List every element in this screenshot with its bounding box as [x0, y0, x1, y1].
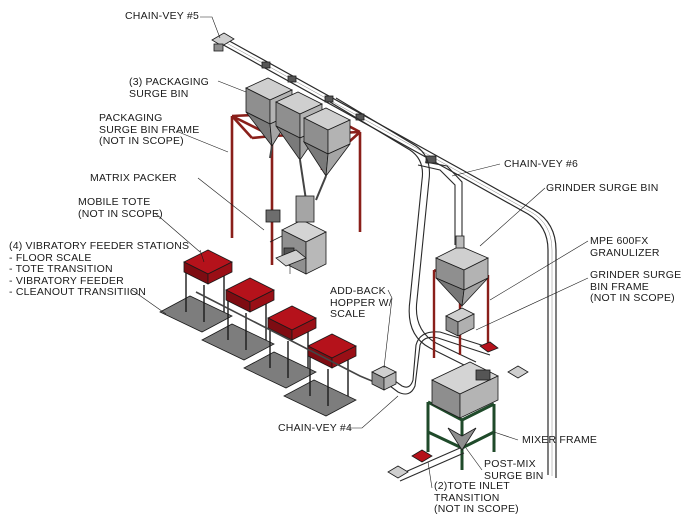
grinder-surge-bin	[435, 235, 489, 308]
matrix-packer	[265, 195, 327, 275]
label-mobile-tote: MOBILE TOTE (NOT IN SCOPE)	[78, 196, 163, 220]
chain-vey-6-conveyor	[329, 97, 477, 369]
label-grinder-frame: GRINDER SURGE BIN FRAME (NOT IN SCOPE)	[590, 269, 682, 304]
label-chain-vey-5: CHAIN-VEY #5	[125, 10, 199, 22]
vibratory-feeder-stations	[159, 249, 385, 417]
label-chain-vey-4: CHAIN-VEY #4	[278, 422, 352, 434]
chain-vey-5-conveyor	[217, 37, 557, 478]
label-post-mix-bin: POST-MIX SURGE BIN	[484, 458, 544, 482]
label-feeder-stations: (4) VIBRATORY FEEDER STATIONS - FLOOR SC…	[9, 240, 190, 298]
label-mixer-frame: MIXER FRAME	[522, 434, 598, 446]
feeder-station-1	[159, 249, 233, 333]
tote-inlet-transitions	[387, 365, 529, 479]
label-add-back-hopper: ADD-BACK HOPPER W/ SCALE	[330, 285, 392, 320]
leader-lines	[131, 16, 589, 489]
mixer	[431, 341, 499, 419]
granulizer	[445, 307, 475, 337]
label-packaging-surge-bin: (3) PACKAGING SURGE BIN	[129, 76, 210, 100]
label-matrix-packer: MATRIX PACKER	[90, 172, 177, 184]
feeder-station-2	[201, 277, 275, 361]
label-grinder-surge-bin: GRINDER SURGE BIN	[546, 182, 659, 194]
label-tote-inlet: (2)TOTE INLET TRANSITION (NOT IN SCOPE)	[434, 480, 519, 515]
feeder-station-3	[243, 305, 317, 389]
packaging-surge-bins	[245, 77, 351, 201]
label-packaging-frame: PACKAGING SURGE BIN FRAME (NOT IN SCOPE)	[99, 112, 200, 147]
post-mix-surge-bin	[447, 427, 477, 451]
label-chain-vey-6: CHAIN-VEY #6	[504, 158, 578, 170]
packaging-bin-3	[302, 107, 351, 178]
feeder-station-4	[283, 333, 357, 417]
label-granulizer: MPE 600FX GRANULIZER	[590, 235, 660, 259]
add-back-hopper	[371, 365, 397, 391]
chain-vey-5-drive	[211, 32, 437, 164]
chain-vey-4-conveyor	[381, 331, 495, 395]
